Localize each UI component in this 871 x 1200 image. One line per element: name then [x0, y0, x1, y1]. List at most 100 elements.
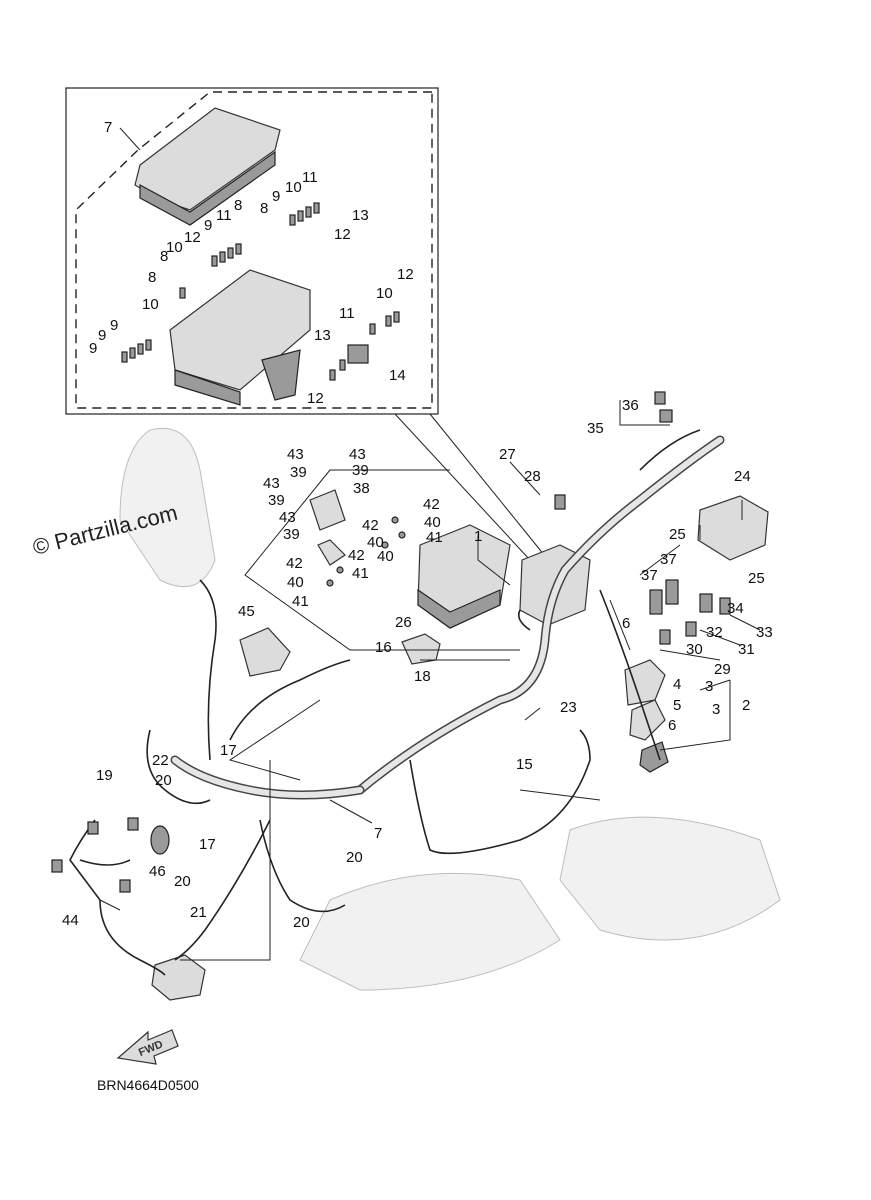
- callout-label: 26: [395, 614, 412, 631]
- callout-label: 42: [423, 496, 440, 513]
- main-wire-harness: [146, 429, 725, 961]
- callout-label: 10: [376, 285, 393, 302]
- callout-label: 8: [234, 197, 242, 214]
- bracket-group: [309, 489, 406, 587]
- callout-label: 9: [272, 188, 280, 205]
- callout-label: 3: [712, 701, 720, 718]
- callout-label: 1: [474, 528, 482, 545]
- fuse-box-cover: [134, 107, 281, 226]
- callout-label: 17: [199, 836, 216, 853]
- callout-label: 11: [216, 207, 232, 224]
- callout-label: 6: [622, 615, 630, 632]
- fuse-box-inset: [65, 87, 546, 561]
- callout-label: 43: [287, 446, 304, 463]
- callout-label: 12: [184, 229, 201, 246]
- callout-label: 17: [220, 742, 237, 759]
- callout-label: 36: [622, 397, 639, 414]
- callout-label: 7: [104, 119, 112, 136]
- callout-label: 41: [292, 593, 309, 610]
- callout-label: 9: [204, 217, 212, 234]
- callout-label: 42: [286, 555, 303, 572]
- fuse-box-body: [169, 269, 311, 406]
- callout-label: 35: [587, 420, 604, 437]
- callout-label: 3: [705, 678, 713, 695]
- callout-labels: 7 8 9 10 11 13 12 8 9 12 11 8 10 8 12 10…: [62, 119, 773, 931]
- callout-label: 16: [375, 639, 392, 656]
- callout-label: 12: [334, 226, 351, 243]
- frame-background-ghost: [119, 427, 781, 991]
- callout-label: 33: [756, 624, 773, 641]
- callout-label: 13: [352, 207, 369, 224]
- callout-label: 34: [727, 600, 744, 617]
- callout-label: 11: [339, 305, 355, 322]
- callout-label: 20: [346, 849, 363, 866]
- callout-label: 42: [348, 547, 365, 564]
- callout-label: 40: [287, 574, 304, 591]
- callout-label: 41: [426, 529, 443, 546]
- callout-label: 10: [166, 239, 183, 256]
- callout-label: 41: [352, 565, 369, 582]
- callout-label: 31: [738, 641, 755, 658]
- sensor-connector: [150, 825, 170, 855]
- callout-label: 46: [149, 863, 166, 880]
- callout-label: 20: [293, 914, 310, 931]
- callout-label: 39: [268, 492, 285, 509]
- callout-label: 19: [96, 767, 113, 784]
- callout-label: 10: [142, 296, 159, 313]
- callout-label: 43: [349, 446, 366, 463]
- callout-label: 29: [714, 661, 731, 678]
- callout-label: 13: [314, 327, 331, 344]
- callout-label: 11: [302, 169, 318, 186]
- callout-label: 43: [279, 509, 296, 526]
- control-unit: [697, 495, 769, 561]
- callout-label: 38: [353, 480, 370, 497]
- callout-label: 15: [516, 756, 533, 773]
- callout-label: 9: [110, 317, 118, 334]
- callout-label: 12: [307, 390, 324, 407]
- callout-label: 10: [285, 179, 302, 196]
- leader-lines: [99, 127, 761, 961]
- bottom-connector-block: [151, 954, 206, 1001]
- callout-label: 40: [424, 514, 441, 531]
- callout-label: 28: [524, 468, 541, 485]
- callout-label: 25: [748, 570, 765, 587]
- callout-label: 32: [706, 624, 723, 641]
- callout-label: 12: [397, 266, 414, 283]
- callout-label: 23: [560, 699, 577, 716]
- callout-label: 39: [352, 462, 369, 479]
- callout-label: 39: [283, 526, 300, 543]
- callout-label: 6: [668, 717, 676, 734]
- callout-label: 37: [660, 551, 677, 568]
- fuse-group-1: [121, 202, 400, 381]
- callout-label: 14: [389, 367, 406, 384]
- callout-label: 9: [98, 327, 106, 344]
- callout-label: 43: [263, 475, 280, 492]
- diagram-code: BRN4664D0500: [97, 1077, 199, 1093]
- sub-wire-harness: [51, 817, 166, 976]
- callout-label: 20: [155, 772, 172, 789]
- callout-label: 24: [734, 468, 751, 485]
- forward-direction-arrow: FWD: [116, 1029, 179, 1065]
- callout-label: 2: [742, 697, 750, 714]
- callout-label: 44: [62, 912, 79, 929]
- callout-label: 8: [160, 248, 168, 265]
- callout-label: 18: [414, 668, 431, 685]
- callout-label: 7: [374, 825, 382, 842]
- callout-label: 21: [190, 904, 207, 921]
- battery: [417, 524, 511, 629]
- callout-label: 45: [238, 603, 255, 620]
- coupler-cover: [239, 627, 291, 677]
- callout-label: 40: [367, 534, 384, 551]
- callout-label: 4: [673, 676, 681, 693]
- callout-label: 25: [669, 526, 686, 543]
- callout-label: 37: [641, 567, 658, 584]
- connector-cluster-right: [519, 391, 731, 773]
- callout-label: 8: [260, 200, 268, 217]
- relay: [401, 633, 441, 665]
- callout-label: 40: [377, 548, 394, 565]
- callout-label: 27: [499, 446, 516, 463]
- callout-label: 42: [362, 517, 379, 534]
- callout-label: 8: [148, 269, 156, 286]
- callout-label: 9: [89, 340, 97, 357]
